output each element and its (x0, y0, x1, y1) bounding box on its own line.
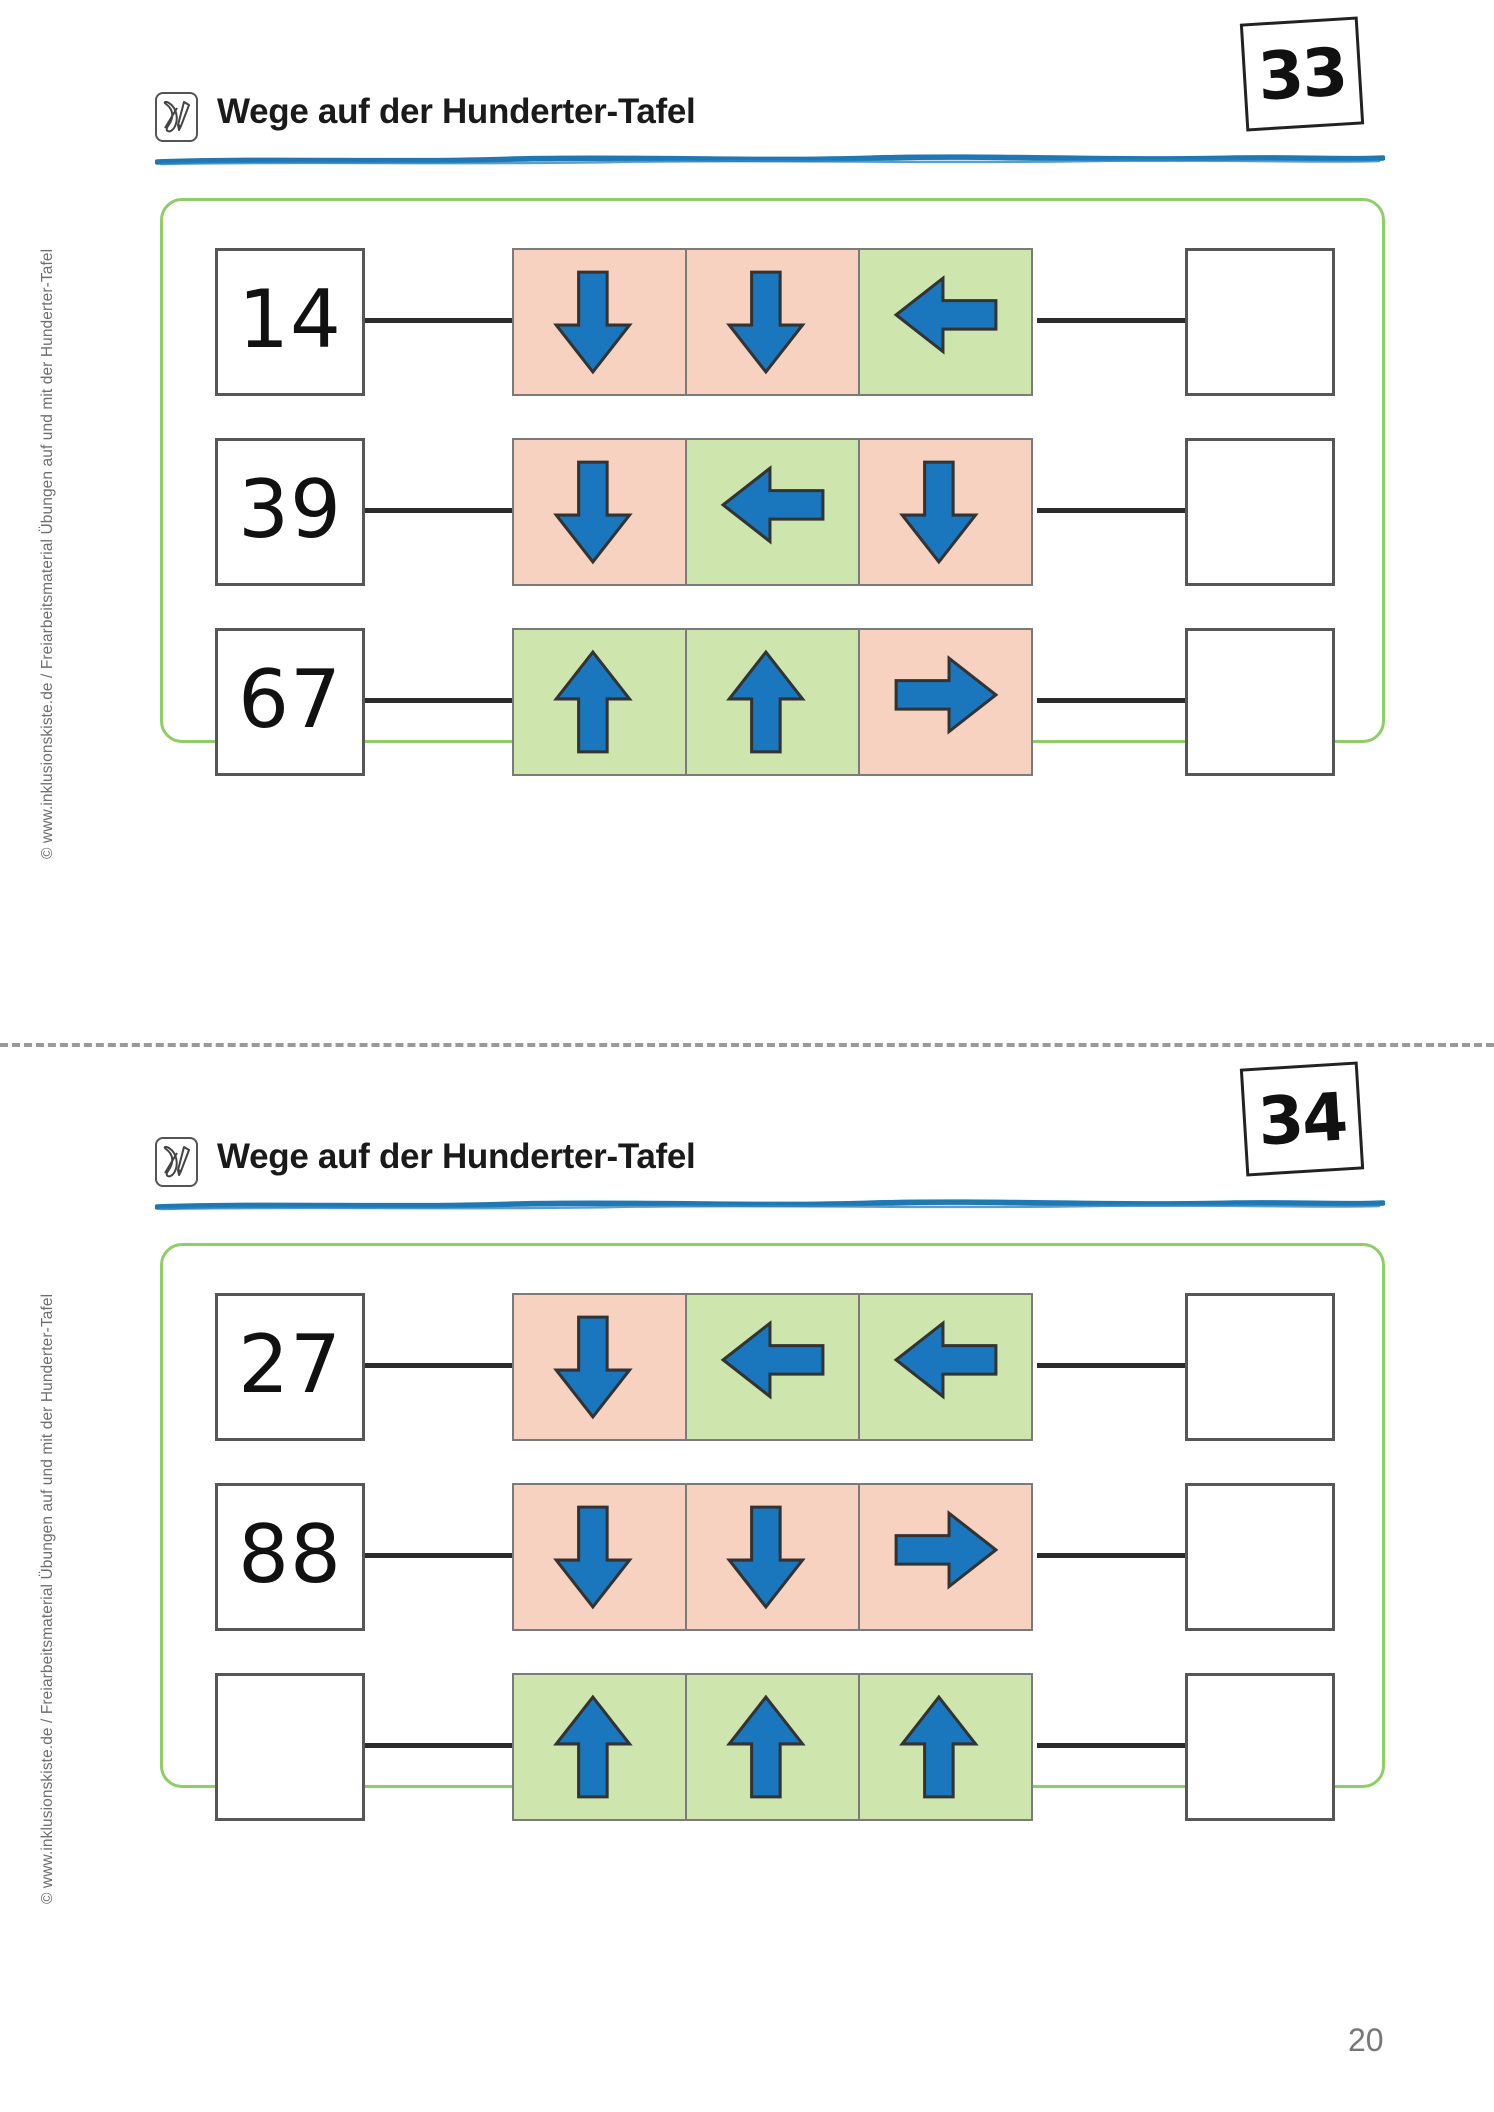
exercise-row: 14 (163, 248, 1388, 398)
arrow-left-icon (720, 465, 824, 545)
title-underline (155, 154, 1385, 166)
arrow-up-icon (725, 649, 806, 754)
arrow-cell-right (858, 628, 1033, 776)
arrow-cell-up (858, 1673, 1033, 1821)
arrow-left-icon (720, 1320, 824, 1400)
start-number-value: 27 (238, 1318, 342, 1411)
start-number-box[interactable]: 39 (215, 438, 365, 586)
page-title: Wege auf der Hunderter-Tafel (217, 1137, 696, 1176)
start-number-box[interactable]: 88 (215, 1483, 365, 1631)
arrow-cell-left (858, 248, 1033, 396)
arrow-cell-up (512, 628, 687, 776)
connector-line-right (1037, 508, 1185, 513)
arrow-cell-down (512, 1483, 687, 1631)
sheet-number: 33 (1255, 32, 1349, 116)
copyright-notice: © www.inklusionskiste.de / Freiarbeitsma… (39, 1293, 56, 1904)
start-number-value: 88 (238, 1508, 342, 1601)
pencil-icon (155, 1137, 198, 1187)
page-number: 20 (1348, 2022, 1384, 2058)
arrow-up-icon (552, 1694, 633, 1799)
arrow-sequence (512, 438, 1033, 586)
arrow-down-icon (725, 270, 806, 375)
arrow-cell-down (512, 1293, 687, 1441)
arrow-down-icon (552, 1315, 633, 1420)
connector-line-right (1037, 318, 1185, 323)
start-number-value: 67 (238, 653, 342, 746)
sheet-number-badge: 34 (1239, 1061, 1365, 1177)
arrow-cell-up (685, 628, 860, 776)
answer-number-box[interactable] (1185, 1483, 1335, 1631)
pencil-icon (155, 92, 198, 142)
arrow-cell-left (685, 1293, 860, 1441)
worksheet-header: Wege auf der Hunderter-Tafel (155, 1123, 1385, 1218)
exercise-row: 67 (163, 628, 1388, 778)
connector-line-left (365, 1363, 512, 1368)
connector-line-right (1037, 1363, 1185, 1368)
connector-line-left (365, 508, 512, 513)
arrow-cell-up (685, 1673, 860, 1821)
exercise-panel: 14 39 67 (160, 198, 1388, 776)
start-number-value: 14 (238, 273, 342, 366)
exercise-row: 88 (163, 1483, 1388, 1633)
arrow-sequence (512, 1483, 1033, 1631)
answer-number-box[interactable] (1185, 1673, 1335, 1821)
arrow-down-icon (552, 1505, 633, 1610)
arrow-right-icon (894, 1510, 998, 1590)
sheet-number: 34 (1255, 1077, 1349, 1161)
arrow-cell-right (858, 1483, 1033, 1631)
arrow-down-icon (898, 460, 979, 565)
arrow-up-icon (898, 1694, 979, 1799)
arrow-sequence (512, 1673, 1033, 1821)
arrow-right-icon (894, 655, 998, 735)
connector-line-right (1037, 698, 1185, 703)
exercise-row (163, 1673, 1388, 1823)
answer-number-box[interactable] (1185, 628, 1335, 776)
start-number-value: 39 (238, 463, 342, 556)
arrow-cell-left (858, 1293, 1033, 1441)
arrow-cell-left (685, 438, 860, 586)
start-number-box[interactable]: 27 (215, 1293, 365, 1441)
arrow-up-icon (725, 1694, 806, 1799)
exercise-panel: 27 88 (160, 1243, 1388, 1821)
start-number-box[interactable] (215, 1673, 365, 1821)
arrow-down-icon (552, 460, 633, 565)
connector-line-left (365, 1553, 512, 1558)
arrow-cell-up (512, 1673, 687, 1821)
arrow-down-icon (552, 270, 633, 375)
worksheet-header: Wege auf der Hunderter-Tafel (155, 78, 1385, 173)
arrow-down-icon (725, 1505, 806, 1610)
cut-separator-line (0, 1043, 1494, 1047)
answer-number-box[interactable] (1185, 1293, 1335, 1441)
exercise-row: 39 (163, 438, 1388, 588)
arrow-left-icon (893, 1320, 997, 1400)
connector-line-left (365, 698, 512, 703)
connector-line-left (365, 318, 512, 323)
arrow-left-icon (893, 275, 997, 355)
title-underline (155, 1199, 1385, 1211)
sheet-number-badge: 33 (1239, 16, 1365, 132)
connector-line-right (1037, 1553, 1185, 1558)
arrow-sequence (512, 628, 1033, 776)
page-title: Wege auf der Hunderter-Tafel (217, 92, 696, 131)
connector-line-right (1037, 1743, 1185, 1748)
arrow-sequence (512, 1293, 1033, 1441)
arrow-cell-down (512, 248, 687, 396)
copyright-notice: © www.inklusionskiste.de / Freiarbeitsma… (39, 248, 56, 859)
arrow-cell-down (685, 1483, 860, 1631)
answer-number-box[interactable] (1185, 438, 1335, 586)
exercise-row: 27 (163, 1293, 1388, 1443)
arrow-cell-down (858, 438, 1033, 586)
answer-number-box[interactable] (1185, 248, 1335, 396)
start-number-box[interactable]: 67 (215, 628, 365, 776)
start-number-box[interactable]: 14 (215, 248, 365, 396)
arrow-up-icon (552, 649, 633, 754)
arrow-sequence (512, 248, 1033, 396)
arrow-cell-down (512, 438, 687, 586)
arrow-cell-down (685, 248, 860, 396)
connector-line-left (365, 1743, 512, 1748)
